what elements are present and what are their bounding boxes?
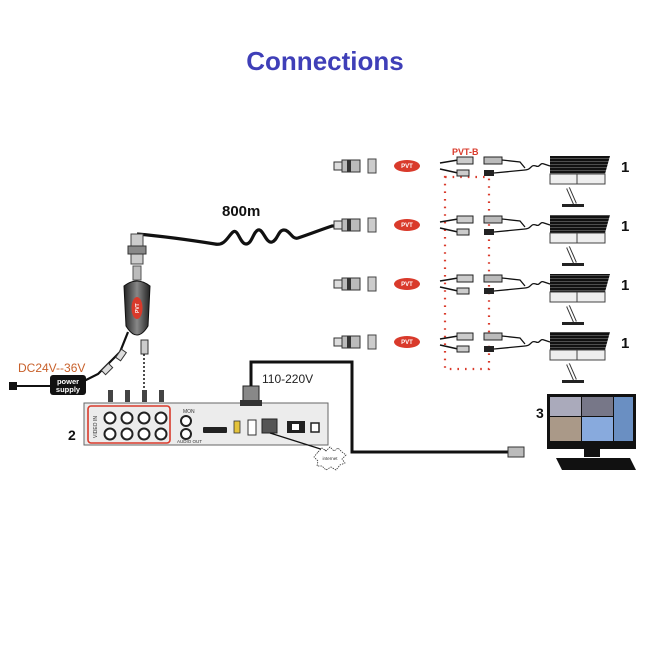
pvt-logo-icon [394,278,420,290]
camera-row: PVT 1 [333,332,629,383]
camera-row: PVT 1 [333,156,629,207]
dvr-recorder: VIDEO IN MON AUDIO OUT [83,385,329,446]
transceiver-label: PVT [401,282,413,288]
camera-number: 1 [621,218,629,235]
receiver-model-label: PVT-B [452,147,479,157]
bnc-input-ports [103,390,168,441]
cable-length-label: 800m [222,203,260,220]
transceiver-label: PVT [401,340,413,346]
vga-plug [507,446,525,458]
pvt-logo-icon [394,160,420,172]
mon-label: MON [183,409,195,415]
camera-icon [550,215,610,233]
internet-label: internet [322,456,338,461]
video-in-label: VIDEO IN [93,416,99,438]
hub-transceiver-label: PVT [135,303,141,313]
dc-voltage-label: DC24V--36V [18,361,85,375]
camera-icon [550,274,610,292]
camera-row: PVT 1 [333,215,629,266]
bnc-plug-icon [333,220,343,230]
camera-icon [550,156,610,174]
monitor [547,394,636,470]
hub-transceiver: PVT [81,233,151,398]
camera-number: 1 [621,335,629,352]
camera-row: PVT 1 [333,274,629,325]
camera-number: 1 [621,159,629,176]
power-supply: power supply [9,375,86,395]
serial-port [203,427,227,433]
video-in-group [87,405,171,444]
dvr-number: 2 [68,427,76,443]
bnc-plug-icon [333,279,343,289]
vga-connector [242,385,260,403]
camera-icon [550,332,610,350]
internet-cloud-icon: internet [313,446,347,471]
usb-port [247,419,257,436]
pvt-logo-icon [394,219,420,231]
mains-voltage-label: 110-220V [262,372,313,386]
pvt-logo-icon [131,297,143,319]
coax-cable-800m [136,224,342,246]
camera-number: 1 [621,277,629,294]
plug-icon [9,382,17,390]
power-supply-label-2: supply [56,385,81,394]
dc-in-port [310,422,320,433]
monitor-number: 3 [536,405,544,421]
vga-cable [249,360,510,454]
mon-port [180,415,192,427]
bnc-plug-icon [333,337,343,347]
terminal-port [233,420,241,434]
bnc-plug-icon [333,161,343,171]
diagram-title: Connections [246,46,404,76]
pvt-logo-icon [394,336,420,348]
transceiver-label: PVT [401,223,413,229]
audio-out-port [180,428,192,440]
ethernet-port [261,418,278,434]
power-supply-label-1: power [57,377,79,386]
audio-out-label: AUDIO OUT [177,439,202,444]
transceiver-label: PVT [401,164,413,170]
